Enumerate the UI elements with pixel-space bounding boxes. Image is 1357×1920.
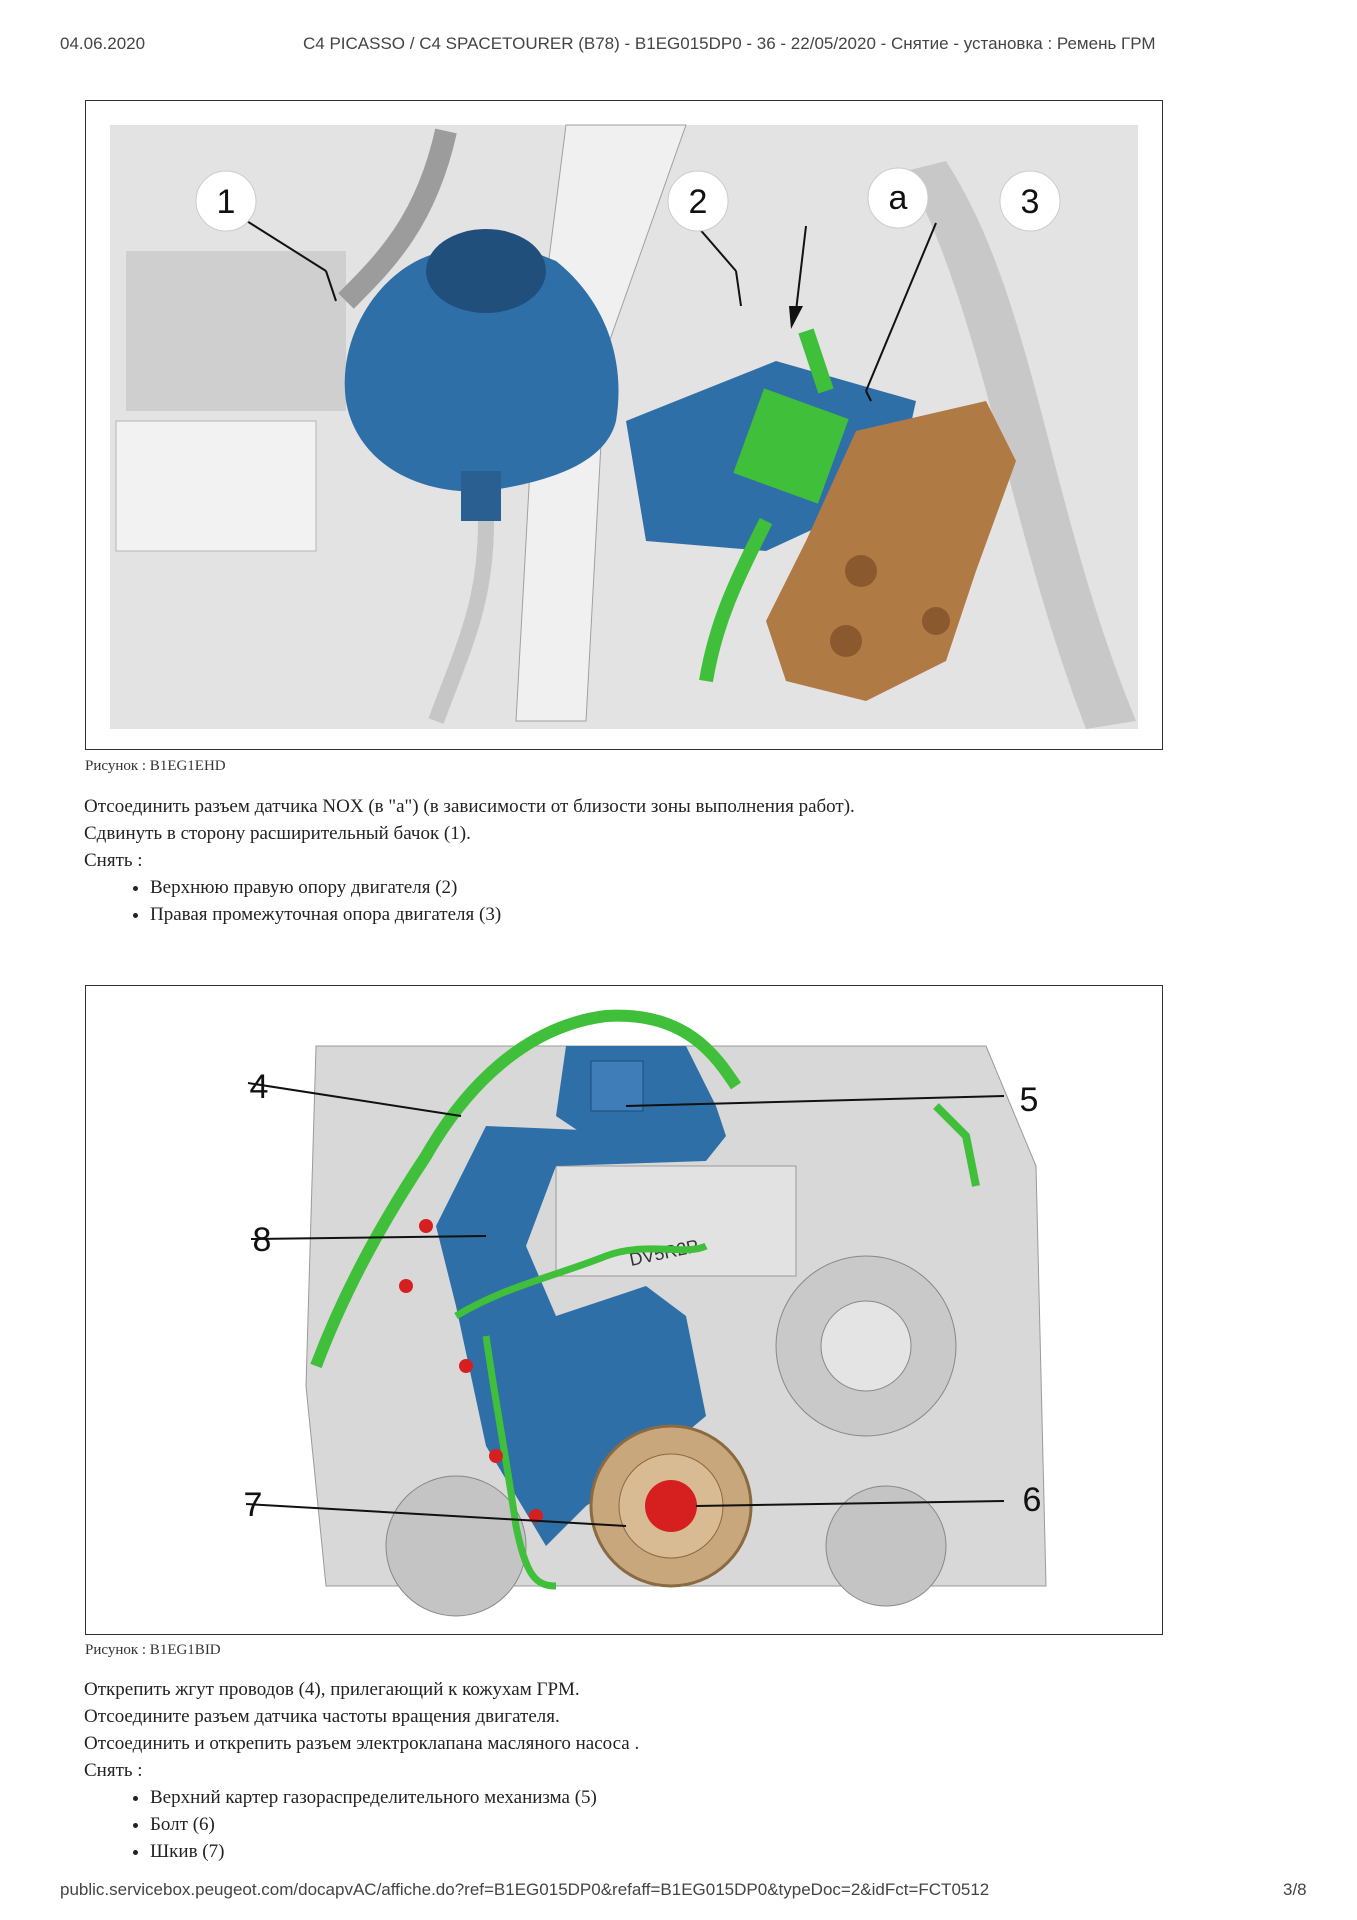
callout-a: a: [867, 167, 929, 229]
pulley-bolt: [645, 1480, 697, 1532]
figure-1: 1 2 a 3: [85, 100, 1163, 750]
instruction-line: Открепить жгут проводов (4), прилегающий…: [84, 1679, 580, 1700]
figure-2-caption: Рисунок : B1EG1BID: [85, 1642, 221, 1658]
engine-mount-intermediate: [766, 401, 1016, 701]
pulley-right: [825, 1485, 947, 1607]
wiring-harness: [310, 1009, 741, 1369]
instruction-line: Отсоединить разъем датчика NOX (в "a") (…: [84, 796, 855, 817]
callout-6: 6: [1023, 1481, 1042, 1519]
nox-wire-bottom: [699, 517, 773, 683]
figure-2: DV5R2P 4 5 8 6 7: [85, 985, 1163, 1635]
svg-text:1: 1: [217, 183, 236, 221]
list-item: Верхнюю правую опору двигателя (2): [150, 874, 855, 901]
callout-1: 1: [195, 170, 257, 232]
figure-2-illustration: DV5R2P 4 5 8 6 7: [110, 1009, 1138, 1617]
page-number: 3/8: [1283, 1880, 1307, 1899]
instruction-line: Сдвинуть в сторону расширительный бачок …: [84, 823, 471, 844]
callout-8: 8: [253, 1221, 272, 1259]
hose-right: [906, 161, 1136, 729]
instruction-line: Отсоединить и открепить разъем электрокл…: [84, 1733, 640, 1754]
callout-7: 7: [244, 1486, 263, 1524]
list-item: Болт (6): [150, 1811, 639, 1838]
callout-5: 5: [1020, 1081, 1039, 1119]
pulley-left: [385, 1475, 527, 1617]
nox-wire-top: [798, 328, 834, 394]
footer-url[interactable]: public.servicebox.peugeot.com/docapvAC/a…: [60, 1880, 990, 1899]
remove-list-2: Верхний картер газораспределительного ме…: [84, 1784, 639, 1865]
header-title: C4 PICASSO / C4 SPACETOURER (B78) - B1EG…: [303, 34, 1156, 53]
figure-1-caption: Рисунок : B1EG1EHD: [85, 758, 226, 774]
instruction-line: Снять :: [84, 850, 143, 871]
list-item: Шкив (7): [150, 1838, 639, 1865]
instruction-line: Снять :: [84, 1760, 143, 1781]
instructions-2: Открепить жгут проводов (4), прилегающий…: [84, 1676, 639, 1865]
svg-text:3: 3: [1021, 183, 1040, 221]
label-plate: [115, 420, 317, 552]
expansion-tank: [344, 241, 619, 492]
nox-connector: [733, 388, 849, 504]
callout-3: 3: [999, 170, 1061, 232]
header-date: 04.06.2020: [60, 34, 146, 53]
figure-1-illustration: 1 2 a 3: [110, 124, 1138, 729]
instructions-1: Отсоединить разъем датчика NOX (в "a") (…: [84, 793, 855, 928]
list-item: Верхний картер газораспределительного ме…: [150, 1784, 639, 1811]
bg-box: [126, 251, 346, 411]
instruction-line: Отсоедините разъем датчика частоты враще…: [84, 1706, 560, 1727]
tank-cap: [426, 229, 546, 313]
svg-text:2: 2: [689, 183, 708, 221]
callout-2: 2: [667, 170, 729, 232]
callout-4: 4: [250, 1068, 269, 1106]
svg-text:a: a: [889, 179, 908, 217]
list-item: Правая промежуточная опора двигателя (3): [150, 901, 855, 928]
remove-list-1: Верхнюю правую опору двигателя (2) Права…: [84, 874, 855, 928]
